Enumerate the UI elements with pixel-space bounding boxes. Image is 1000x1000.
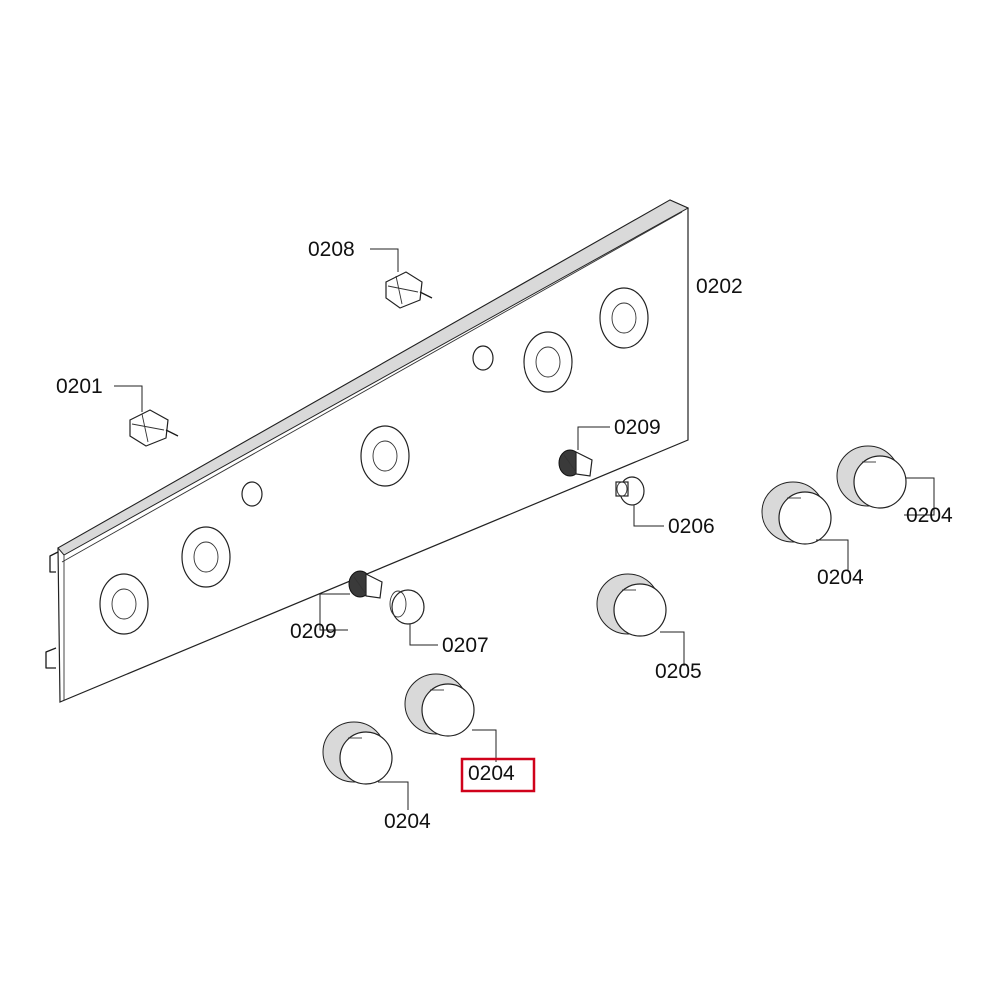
panel-hole [181, 526, 231, 588]
callout-0204-left: 0204 [384, 810, 431, 833]
callout-0205: 0205 [655, 660, 702, 683]
callout-0204-right: 0204 [906, 504, 953, 527]
knob-0204-rightlow [761, 481, 832, 545]
callout-0204-highlight: 0204 [468, 762, 515, 785]
highlight-box [460, 757, 536, 793]
switch-0201 [129, 409, 179, 447]
callout-labels: 0208 0202 0201 0209 0206 0204 0204 0209 … [56, 238, 953, 833]
spindle-0209-low [348, 570, 383, 599]
switch-0208 [385, 271, 433, 309]
knob-0204-right [836, 445, 907, 509]
panel-hole [360, 425, 410, 487]
callout-0202: 0202 [696, 275, 743, 298]
callout-0207: 0207 [442, 634, 489, 657]
panel-hole [523, 331, 573, 393]
knob-0204-highlight [404, 673, 475, 737]
panel-hole [99, 573, 149, 635]
panel-knob-holes [99, 287, 649, 635]
spindle-0209-top [558, 449, 593, 477]
callout-0206: 0206 [668, 515, 715, 538]
panel-hole [599, 287, 649, 349]
lamp-0207 [389, 589, 425, 625]
leader-lines [114, 248, 935, 810]
callout-0204-rightlow: 0204 [817, 566, 864, 589]
lamp-0206 [615, 476, 645, 506]
callout-0208: 0208 [308, 238, 355, 261]
callout-0209-low: 0209 [290, 620, 337, 643]
knob-0205 [596, 573, 667, 637]
panel-small-hole [241, 481, 263, 507]
callout-0201: 0201 [56, 375, 103, 398]
panel-small-hole [472, 345, 494, 371]
callout-0209-top: 0209 [614, 416, 661, 439]
knob-0204-left [322, 721, 393, 785]
